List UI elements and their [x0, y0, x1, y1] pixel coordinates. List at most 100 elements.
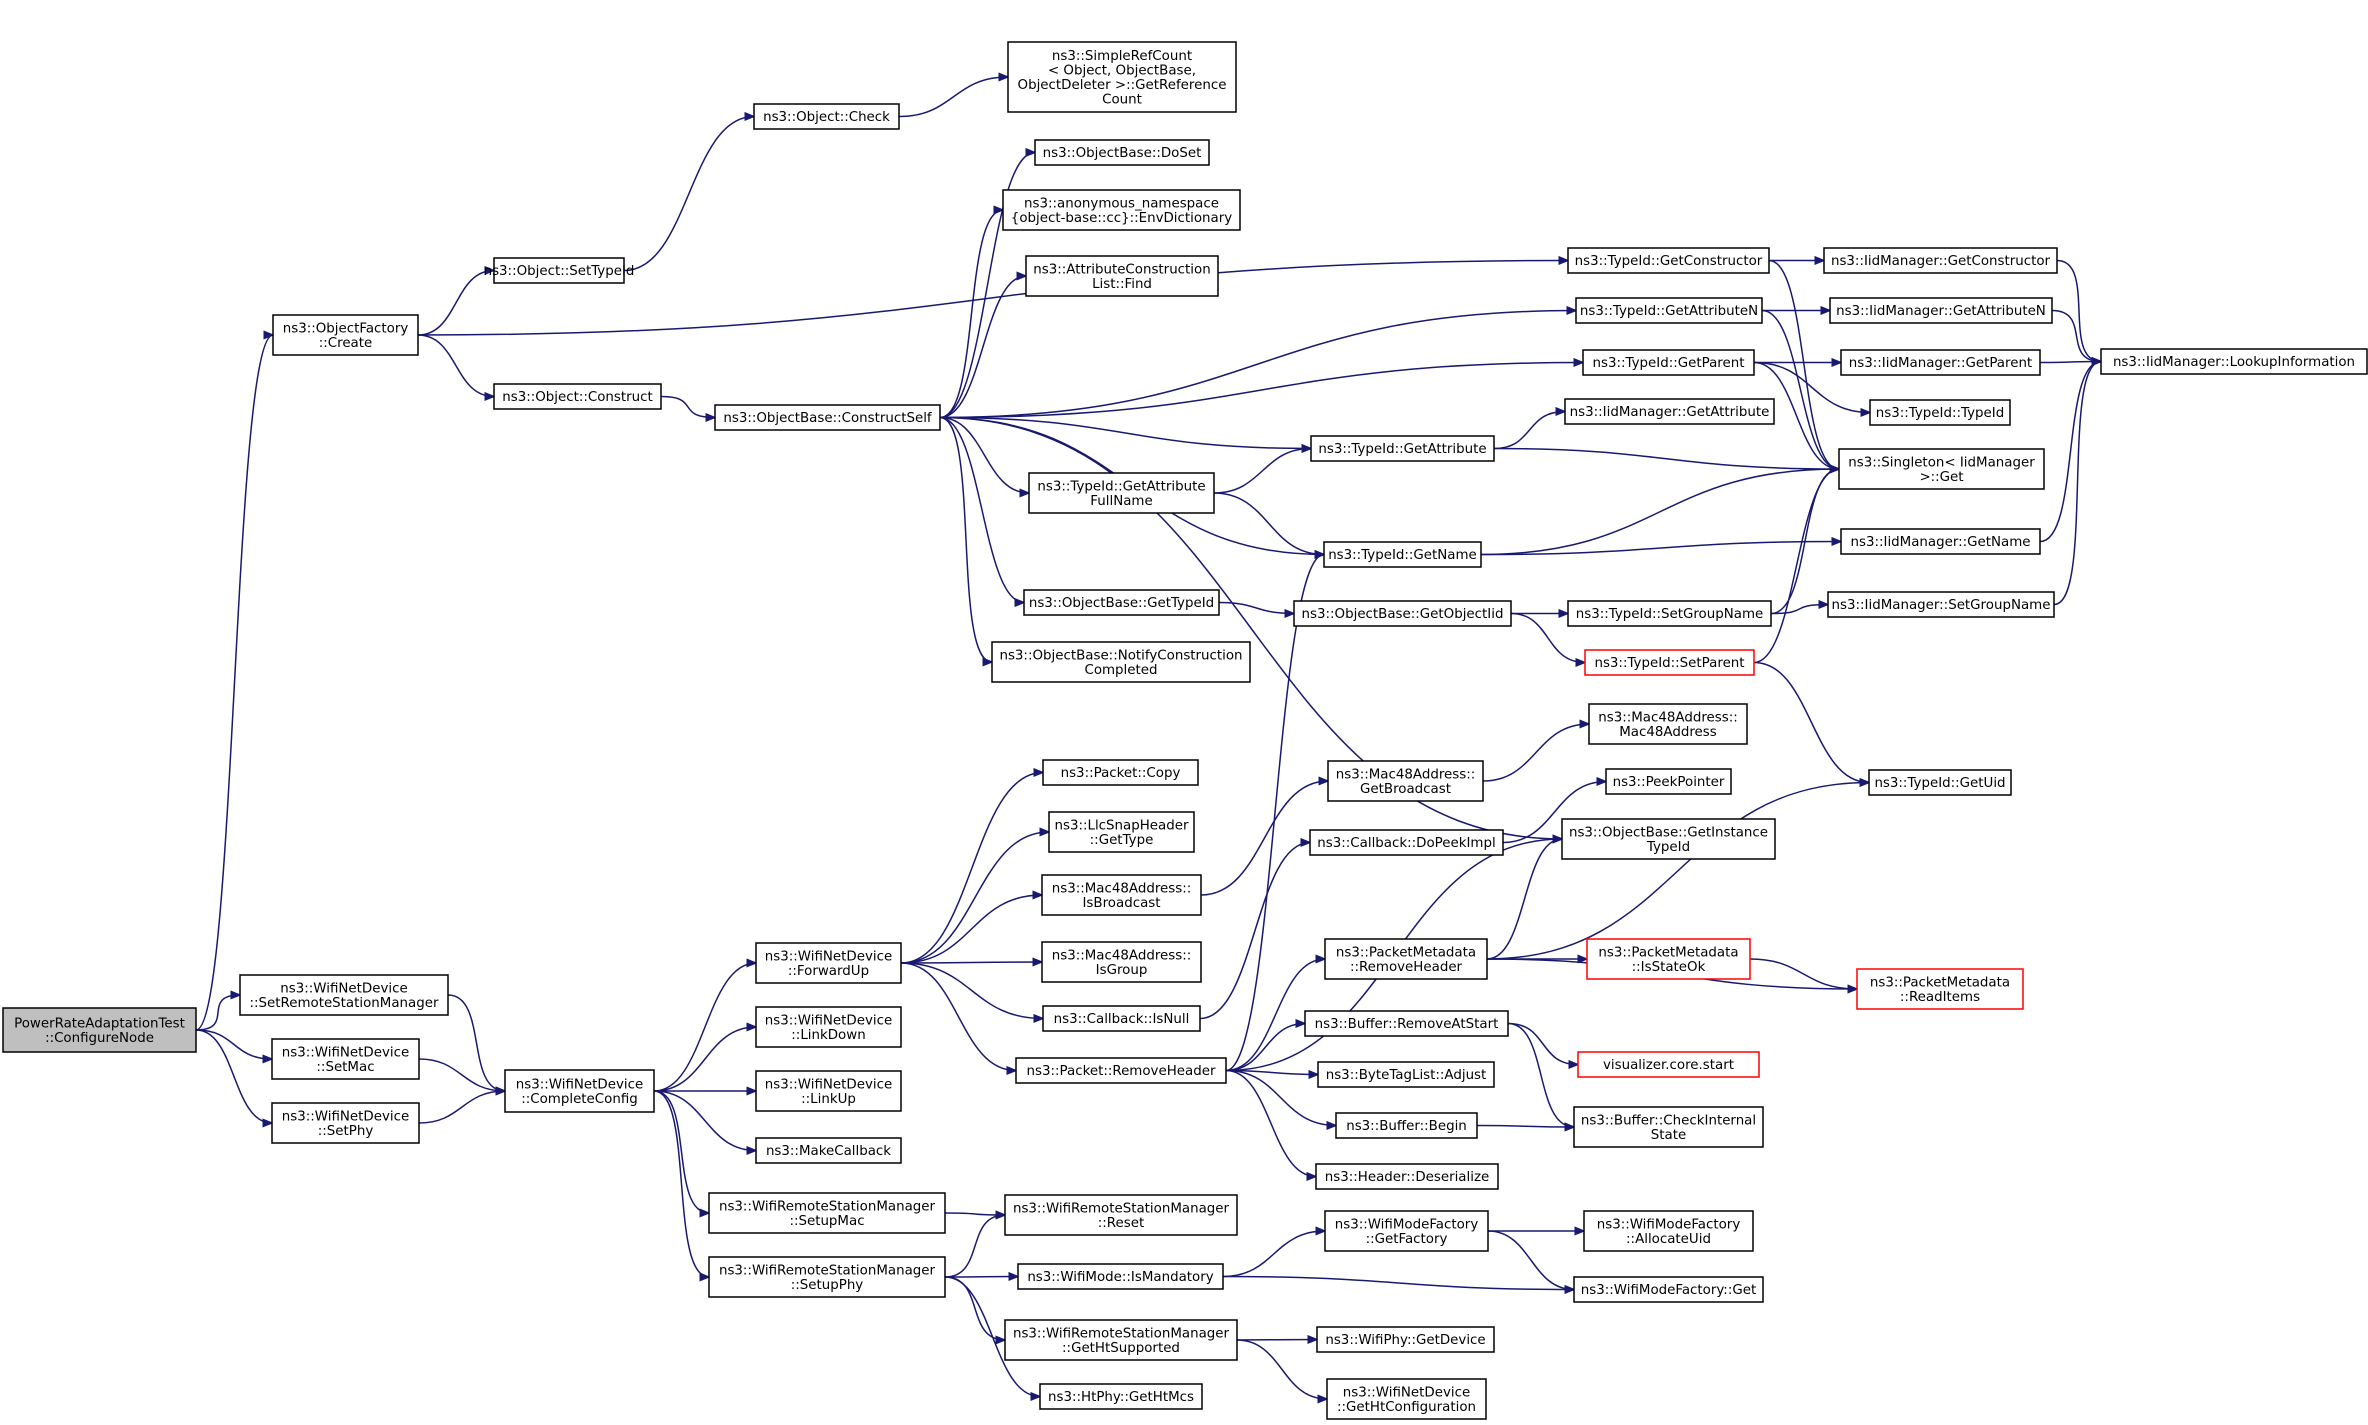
- node-ppeek[interactable]: ns3::PeekPointer: [1605, 768, 1732, 795]
- edge-obgti-obgoi: [1218, 601, 1294, 614]
- node-prh[interactable]: ns3::Packet::RemoveHeader: [1015, 1057, 1227, 1084]
- node-box: [1564, 398, 1775, 425]
- node-label: ns3::WifiNetDevice: [282, 1109, 409, 1124]
- node-pmri[interactable]: ns3::PacketMetadata::ReadItems: [1856, 968, 2024, 1010]
- node-tti[interactable]: ns3::TypeId::TypeId: [1869, 399, 2011, 426]
- node-tgp[interactable]: ns3::TypeId::GetParent: [1582, 349, 1755, 376]
- node-iga[interactable]: ns3::IidManager::GetAttribute: [1564, 398, 1775, 425]
- node-igc[interactable]: ns3::IidManager::GetConstructor: [1823, 247, 2058, 274]
- node-pmrh[interactable]: ns3::PacketMetadata::RemoveHeader: [1324, 938, 1488, 980]
- edge-obcs-tgp: [939, 363, 1583, 419]
- edge-wmim-wmfg: [1222, 1275, 1574, 1290]
- node-wrsmp[interactable]: ns3::WifiRemoteStationManager::SetupPhy: [708, 1256, 946, 1298]
- node-obgoi[interactable]: ns3::ObjectBase::GetObjectIid: [1293, 600, 1512, 627]
- node-isgn[interactable]: ns3::IidManager::SetGroupName: [1827, 591, 2055, 618]
- node-pmiso[interactable]: ns3::PacketMetadata::IsStateOk: [1586, 938, 1751, 980]
- node-label: ns3::IidManager::SetGroupName: [1832, 598, 2051, 613]
- node-root[interactable]: PowerRateAdaptationTest::ConfigureNode: [2, 1007, 197, 1053]
- edge: [1482, 724, 1589, 782]
- node-wcc[interactable]: ns3::WifiNetDevice::CompleteConfig: [504, 1069, 655, 1113]
- edge: [1493, 447, 1839, 470]
- node-label: ns3::IidManager::GetAttribute: [1570, 405, 1770, 420]
- edge-tgc-sing: [1768, 259, 1839, 470]
- edge-wfu-macig: [900, 962, 1042, 963]
- node-wndghc[interactable]: ns3::WifiNetDevice::GetHtConfiguration: [1326, 1378, 1487, 1420]
- edge-prh-bbeg: [1225, 1069, 1336, 1126]
- node-mcb[interactable]: ns3::MakeCallback: [755, 1137, 902, 1164]
- node-macgb[interactable]: ns3::Mac48Address::GetBroadcast: [1327, 760, 1484, 802]
- node-igp[interactable]: ns3::IidManager::GetParent: [1840, 349, 2041, 376]
- node-wsmac[interactable]: ns3::WifiNetDevice::SetMac: [271, 1038, 420, 1080]
- node-obcs[interactable]: ns3::ObjectBase::ConstructSelf: [714, 404, 941, 431]
- node-cbin[interactable]: ns3::Callback::IsNull: [1042, 1005, 1201, 1032]
- edge: [939, 416, 992, 663]
- node-tgan[interactable]: ns3::TypeId::GetAttributeN: [1575, 297, 1763, 324]
- node-cbdpi[interactable]: ns3::Callback::DoPeekImpl: [1309, 829, 1504, 856]
- node-anon[interactable]: ns3::anonymous_namespace{object-base::cc…: [1002, 189, 1241, 231]
- node-macib[interactable]: ns3::Mac48Address::IsBroadcast: [1041, 874, 1202, 916]
- edge-obcs-obgit: [939, 416, 1562, 840]
- edge-wrsmght-wpgd: [1236, 1340, 1317, 1341]
- node-obgti[interactable]: ns3::ObjectBase::GetTypeId: [1023, 589, 1220, 616]
- node-label: ns3::Mac48Address::: [1336, 767, 1476, 782]
- node-wsrsm[interactable]: ns3::WifiNetDevice::SetRemoteStationMana…: [239, 974, 449, 1016]
- node-obds[interactable]: ns3::ObjectBase::DoSet: [1034, 139, 1210, 166]
- node-ocon[interactable]: ns3::Object::Construct: [493, 383, 662, 410]
- node-ofc[interactable]: ns3::ObjectFactory::Create: [272, 314, 419, 356]
- node-wmfg[interactable]: ns3::WifiModeFactory::Get: [1573, 1276, 1764, 1303]
- edge-wrsmght-wndghc: [1236, 1339, 1327, 1399]
- node-wlu[interactable]: ns3::WifiNetDevice::LinkUp: [755, 1070, 902, 1112]
- node-label: Completed: [1084, 663, 1157, 678]
- node-osti[interactable]: ns3::Object::SetTypeId: [484, 257, 635, 284]
- node-box: [239, 974, 449, 1016]
- node-label: IsBroadcast: [1082, 896, 1160, 911]
- node-tgn[interactable]: ns3::TypeId::GetName: [1323, 541, 1482, 568]
- node-label: ns3::Object::SetTypeId: [484, 264, 635, 279]
- node-llc[interactable]: ns3::LlcSnapHeader::GetType: [1048, 811, 1195, 853]
- node-tga[interactable]: ns3::TypeId::GetAttribute: [1310, 435, 1495, 462]
- node-hdes[interactable]: ns3::Header::Deserialize: [1315, 1163, 1499, 1190]
- node-label: ns3::Buffer::CheckInternal: [1581, 1113, 1756, 1128]
- node-tsgn[interactable]: ns3::TypeId::SetGroupName: [1567, 600, 1772, 627]
- node-ilu[interactable]: ns3::IidManager::LookupInformation: [2100, 348, 2368, 375]
- node-vcs[interactable]: visualizer.core.start: [1577, 1051, 1760, 1078]
- edge-wcc-wfu: [653, 963, 756, 1092]
- node-macmac[interactable]: ns3::Mac48Address::Mac48Address: [1588, 703, 1748, 745]
- node-sing[interactable]: ns3::Singleton< IidManager>::Get: [1838, 448, 2045, 490]
- node-label: ::LinkDown: [791, 1028, 865, 1043]
- node-wld[interactable]: ns3::WifiNetDevice::LinkDown: [755, 1006, 902, 1048]
- node-pcopy[interactable]: ns3::Packet::Copy: [1042, 759, 1199, 786]
- node-wpgd[interactable]: ns3::WifiPhy::GetDevice: [1316, 1326, 1495, 1353]
- node-wrsmr[interactable]: ns3::WifiRemoteStationManager::Reset: [1004, 1194, 1238, 1236]
- node-htmcs[interactable]: ns3::HtPhy::GetHtMcs: [1039, 1383, 1203, 1410]
- node-ign[interactable]: ns3::IidManager::GetName: [1840, 528, 2041, 555]
- node-wrsmm[interactable]: ns3::WifiRemoteStationManager::SetupMac: [708, 1192, 946, 1234]
- node-ochk[interactable]: ns3::Object::Check: [753, 103, 900, 130]
- node-wmim[interactable]: ns3::WifiMode::IsMandatory: [1017, 1263, 1224, 1290]
- edges-layer: [195, 77, 2101, 1399]
- node-label: ns3::HtPhy::GetHtMcs: [1048, 1390, 1194, 1405]
- node-bras[interactable]: ns3::Buffer::RemoveAtStart: [1304, 1010, 1509, 1037]
- node-obncc[interactable]: ns3::ObjectBase::NotifyConstructionCompl…: [991, 641, 1251, 683]
- node-wmfgf[interactable]: ns3::WifiModeFactory::GetFactory: [1324, 1210, 1489, 1252]
- edge-obcs-tgan: [939, 311, 1576, 419]
- node-wmfau[interactable]: ns3::WifiModeFactory::AllocateUid: [1583, 1210, 1754, 1252]
- node-src[interactable]: ns3::SimpleRefCount< Object, ObjectBase,…: [1007, 41, 1237, 113]
- node-btla[interactable]: ns3::ByteTagList::Adjust: [1317, 1061, 1495, 1088]
- node-wsphy[interactable]: ns3::WifiNetDevice::SetPhy: [271, 1102, 420, 1144]
- node-igan[interactable]: ns3::IidManager::GetAttributeN: [1829, 297, 2053, 324]
- node-wfu[interactable]: ns3::WifiNetDevice::ForwardUp: [755, 942, 902, 984]
- node-tgu[interactable]: ns3::TypeId::GetUid: [1868, 769, 2012, 796]
- node-macig[interactable]: ns3::Mac48Address::IsGroup: [1041, 941, 1202, 983]
- node-label: ns3::WifiRemoteStationManager: [719, 1263, 936, 1278]
- node-tsp[interactable]: ns3::TypeId::SetParent: [1584, 649, 1755, 676]
- node-tgc[interactable]: ns3::TypeId::GetConstructor: [1567, 247, 1770, 274]
- edge-tsp-sing: [1753, 469, 1839, 664]
- edge-isgn-ilu: [2053, 362, 2101, 606]
- node-bbeg[interactable]: ns3::Buffer::Begin: [1335, 1112, 1478, 1139]
- node-wrsmght[interactable]: ns3::WifiRemoteStationManager::GetHtSupp…: [1004, 1319, 1238, 1361]
